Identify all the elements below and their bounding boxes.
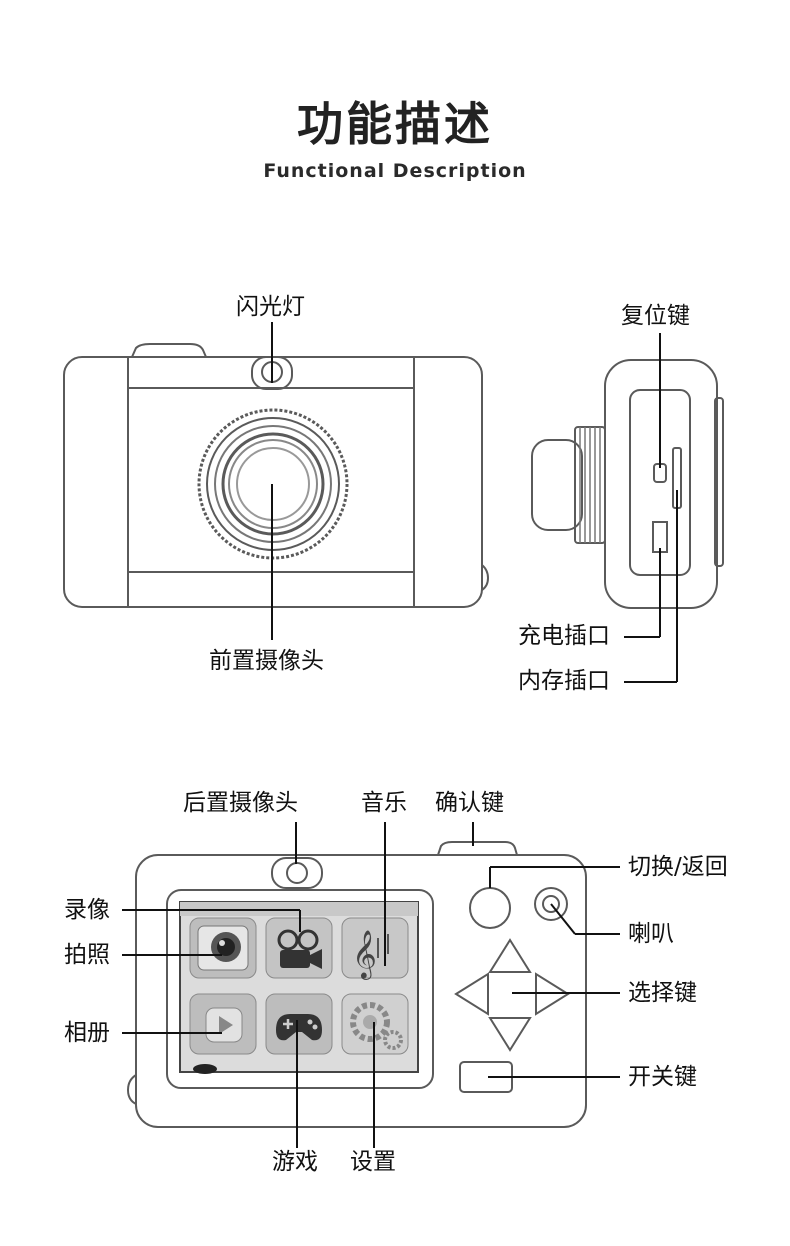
front-camera-label: 前置摄像头 (209, 648, 324, 674)
music-label: 音乐 (361, 790, 407, 816)
svg-text:𝄞: 𝄞 (352, 929, 377, 980)
flash-label: 闪光灯 (236, 294, 305, 320)
switch-return-label: 切换/返回 (628, 854, 728, 880)
confirm-key-label: 确认键 (435, 790, 504, 816)
charging-port-label: 充电插口 (518, 623, 610, 649)
rear-camera-label: 后置摄像头 (183, 790, 298, 816)
power-key-label: 开关键 (628, 1064, 697, 1090)
photo-app-icon (189, 917, 257, 979)
album-app-icon (189, 993, 257, 1055)
speaker-label: 喇叭 (628, 921, 674, 947)
game-app-icon (265, 993, 333, 1055)
reset-key-label: 复位键 (621, 303, 690, 329)
page-subtitle: Functional Description (263, 160, 527, 182)
photo-label: 拍照 (64, 942, 110, 968)
memory-slot-label: 内存插口 (518, 668, 610, 694)
video-label: 录像 (64, 897, 110, 923)
settings-label: 设置 (350, 1149, 396, 1175)
music-app-icon: 𝄞 (341, 917, 409, 980)
album-label: 相册 (64, 1020, 110, 1046)
select-key-label: 选择键 (628, 980, 697, 1006)
page-title: 功能描述 (297, 97, 493, 151)
game-label: 游戏 (272, 1149, 318, 1175)
video-app-icon (265, 917, 333, 979)
